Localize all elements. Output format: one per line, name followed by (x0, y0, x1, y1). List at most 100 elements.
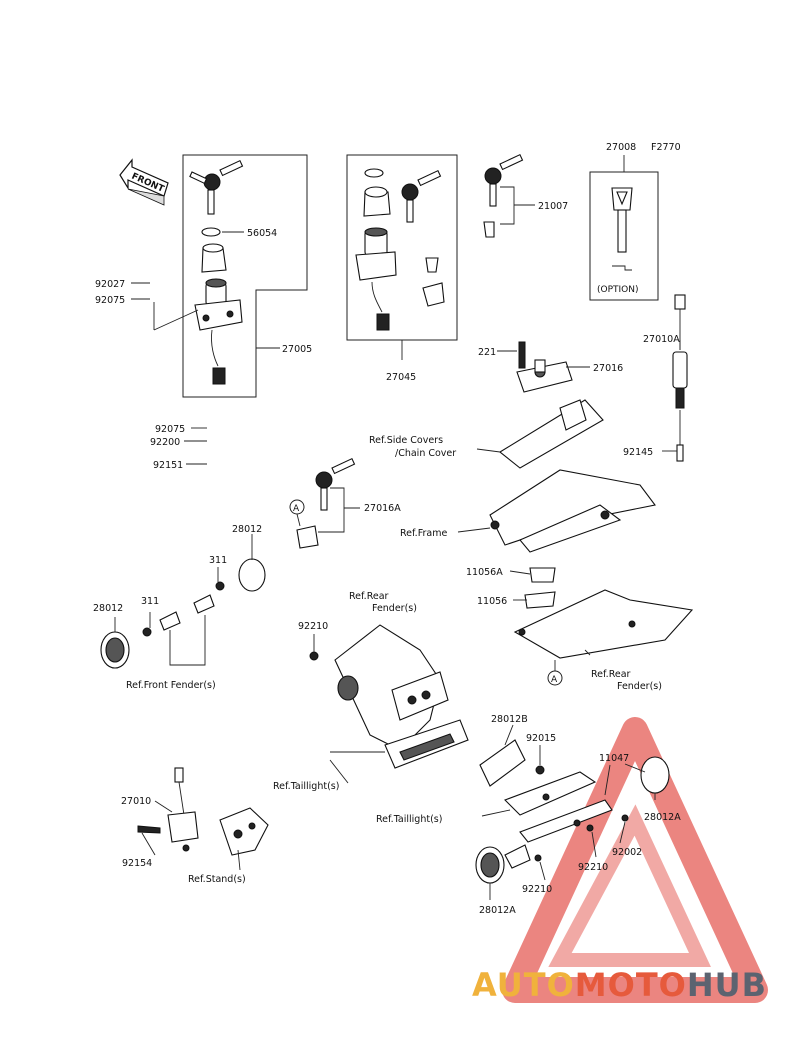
front-arrow-icon (119, 158, 169, 206)
part-number-label: 28012A (479, 905, 516, 916)
nut-92210-b (586, 824, 594, 832)
spacer-lower (159, 611, 181, 631)
reference-label: Ref.Rear (349, 591, 389, 602)
ignition-kit-box (182, 154, 308, 398)
key-icon (484, 153, 524, 207)
lock-27016A-part (296, 525, 319, 549)
part-number-label: 92145 (623, 447, 653, 458)
screw-92154 (137, 825, 161, 834)
license-bracket-part (334, 624, 469, 769)
key-icon (189, 159, 244, 215)
nut-92015 (535, 765, 545, 775)
part-number-label: 28012 (93, 603, 123, 614)
ignition-switch-part (194, 278, 243, 385)
part-number-label: 11056A (466, 567, 503, 578)
bolt-221 (518, 341, 526, 369)
part-number-label: 92210 (298, 621, 328, 632)
rear-fender-inner-part (513, 589, 694, 659)
switch-housing-part (516, 359, 573, 393)
blank-key-icon (611, 187, 633, 253)
reflector-28012B (479, 739, 526, 787)
lock-cover-part (201, 243, 227, 273)
switch-27010A-part (672, 294, 688, 462)
part-number-label: 92075 (95, 295, 125, 306)
marker-a2-label: A (551, 675, 558, 685)
part-number-label: 92210 (522, 884, 552, 895)
watermark-triangle-icon (502, 717, 768, 1003)
part-number-label: 92027 (95, 279, 125, 290)
watermark-auto: AUTO (472, 966, 575, 1004)
reflector-28012A-bottom (475, 846, 505, 884)
chassis-bracket-part (489, 399, 656, 553)
part-number-label: 11056 (477, 596, 507, 607)
option-label: (OPTION) (597, 285, 639, 295)
seat-lock-part (363, 186, 391, 217)
stand-bracket-part (219, 807, 269, 856)
nut-311-lower (142, 627, 152, 637)
lock-kit-box (346, 154, 458, 341)
reference-label: Ref.Side Covers (369, 435, 443, 446)
marker-a-label: A (293, 504, 300, 514)
reference-label: Fender(s) (617, 681, 662, 692)
part-number-label: 27016A (364, 503, 401, 514)
part-number-label: 311 (141, 596, 159, 607)
part-number-label: 27010A (643, 334, 680, 345)
part-number-label: 92075 (155, 424, 185, 435)
part-number-label: 92200 (150, 437, 180, 448)
reference-label: Ref.Rear (591, 669, 631, 680)
washer-56054 (201, 227, 221, 237)
part-number-label: 27010 (121, 796, 151, 807)
part-number-label: 92210 (578, 862, 608, 873)
part-number-label: 27045 (386, 372, 416, 383)
bolt-92002 (621, 814, 629, 822)
key-icon (315, 457, 356, 511)
figure-code: F2770 (651, 142, 681, 153)
nut-92210-c (534, 854, 542, 862)
leader-lines (131, 231, 681, 900)
part-number-label: 92151 (153, 460, 183, 471)
reference-label: Ref.Taillight(s) (273, 781, 339, 792)
reference-label: Ref.Stand(s) (188, 874, 246, 885)
spacer-upper (193, 594, 215, 614)
lock-cylinder-part (355, 227, 397, 331)
bracket-11056A (529, 567, 556, 583)
nut-92210 (309, 651, 319, 661)
part-number-label: 27008 (606, 142, 636, 153)
part-number-label: 28012B (491, 714, 528, 725)
part-number-label: 92015 (526, 733, 556, 744)
cap-part (425, 257, 439, 273)
bracket-part (422, 282, 445, 307)
part-number-label: 311 (209, 555, 227, 566)
part-number-label: 56054 (247, 228, 277, 239)
plug-part (483, 221, 495, 238)
stand-switch-27010-part (167, 767, 199, 852)
watermark-logo: AUTOMOTOHUB (472, 966, 767, 1004)
nut-311-upper (215, 581, 225, 591)
washer-part (364, 168, 384, 178)
part-number-label: 28012A (644, 812, 681, 823)
part-number-label: 92154 (122, 858, 152, 869)
reference-label: /Chain Cover (395, 448, 456, 459)
reflector-28012-upper (238, 558, 266, 592)
bracket-11056 (524, 591, 556, 609)
part-number-label: 92002 (612, 847, 642, 858)
part-number-label: 11047 (599, 753, 629, 764)
part-number-label: 27005 (282, 344, 312, 355)
part-number-label: 27016 (593, 363, 623, 374)
reference-label: Fender(s) (372, 603, 417, 614)
reference-label: Ref.Taillight(s) (376, 814, 442, 825)
part-labels: 27008 56054 92027 92075 27005 92075 9220… (93, 142, 681, 916)
reference-label: Ref.Front Fender(s) (126, 680, 216, 691)
watermark-moto: MOTO (574, 966, 687, 1004)
reflector-28012A-right (640, 756, 670, 794)
watermark-hub: HUB (686, 966, 768, 1004)
part-number-label: 21007 (538, 201, 568, 212)
part-number-label: 28012 (232, 524, 262, 535)
license-plate-holder-part (504, 771, 613, 869)
reference-label: Ref.Frame (400, 528, 447, 539)
key-icon (401, 169, 442, 223)
part-number-label: 221 (478, 347, 496, 358)
reflector-28012-lower (100, 631, 130, 669)
